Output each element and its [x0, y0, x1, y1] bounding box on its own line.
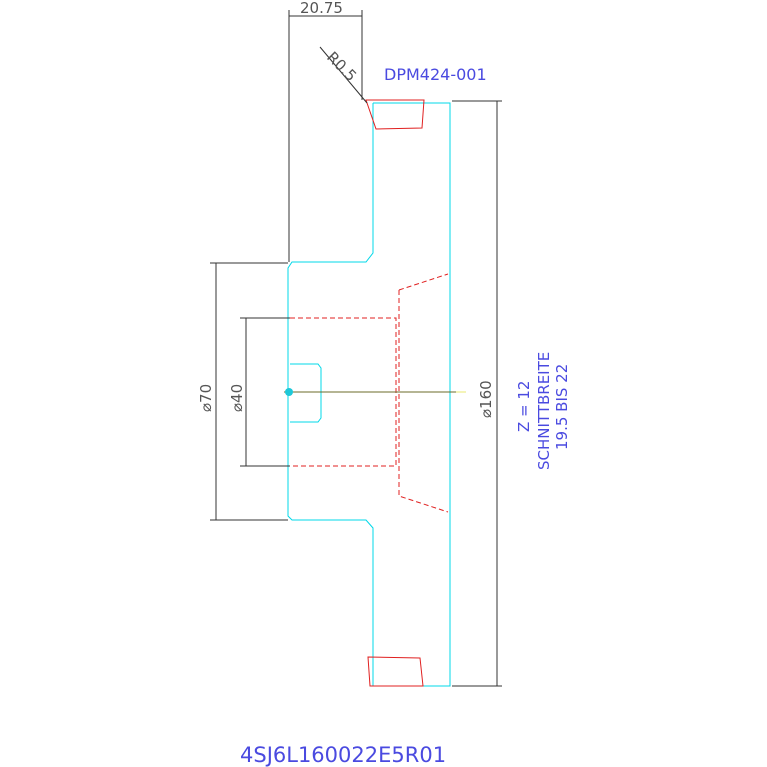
center-axis — [284, 388, 466, 396]
notes: Z = 12 SCHNITTBREITE 19.5 BIS 22 — [515, 352, 571, 470]
dimension-bore-diameter-label: ⌀40 — [228, 384, 246, 412]
dimension-width: 20.75 — [288, 0, 363, 262]
note-cut-width-range: 19.5 BIS 22 — [553, 364, 571, 450]
dimension-outer-diameter-label: ⌀160 — [477, 380, 495, 418]
tooth-profile-top — [365, 99, 425, 130]
note-teeth: Z = 12 — [515, 381, 533, 432]
blade-body-outline — [287, 102, 451, 687]
hidden-lines — [290, 273, 449, 513]
dimension-radius-label: R0.5 — [323, 48, 360, 85]
dimension-hub-diameter: ⌀70 — [197, 262, 288, 521]
dimension-outer-diameter: ⌀160 — [452, 100, 502, 687]
part-number: DPM424-001 — [384, 65, 487, 84]
dimension-width-label: 20.75 — [300, 0, 343, 17]
dimension-hub-diameter-label: ⌀70 — [197, 384, 215, 412]
dimension-bore-diameter: ⌀40 — [228, 317, 290, 467]
tooth-profile-bottom — [367, 656, 424, 687]
note-cut-width-label: SCHNITTBREITE — [535, 352, 553, 470]
dimension-radius: R0.5 — [319, 46, 368, 104]
drawing-code: 4SJ6L160022E5R01 — [240, 743, 446, 767]
